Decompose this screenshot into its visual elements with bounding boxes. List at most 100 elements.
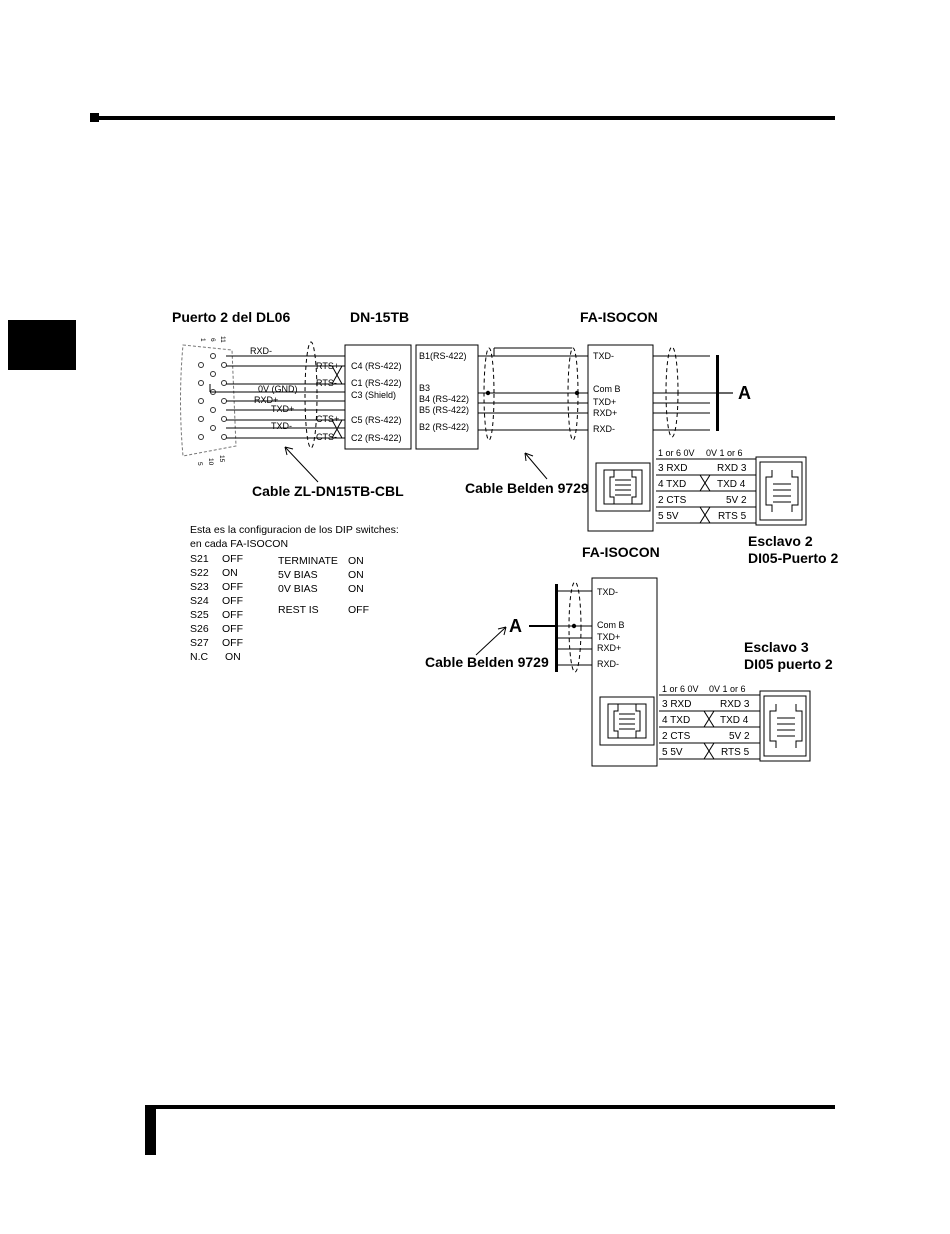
rj-bottom-row1-right: 0V 1 or 6 [709,684,746,694]
pin-11: 11 [219,336,226,343]
rj-bottom-row1-left: 1 or 6 0V [662,684,699,694]
chapter-side-tab [8,320,76,370]
wire-rxd-plus: RXD+ [254,395,278,405]
cable-belden-bottom-arrowhead [497,626,507,636]
bus-a-top-wires [653,355,718,431]
rj-bottom-row5-right: RTS 5 [721,747,750,758]
isocon-bottom-rxd-plus: RXD+ [597,643,621,653]
rj-bottom-row4-right: 5V 2 [729,731,750,742]
dip-setting-name: 0V BIAS [278,583,318,595]
footer-bar [145,1105,156,1155]
rj-top-row4-left: 2 CTS [658,495,687,506]
slave2-label-line1: Esclavo 2 [748,533,813,549]
rj-top-row3-right: TXD 4 [717,479,746,490]
terminal-b4: B4 (RS-422) [419,394,469,404]
dip-switch-value: OFF [222,581,243,593]
cable-belden-top-arrowhead [524,452,534,462]
isocon-top-txd-minus: TXD- [593,351,614,361]
wire-rxd-minus: RXD- [250,346,272,356]
dip-setting-name: REST IS [278,604,319,616]
title-isocon-top: FA-ISOCON [580,309,658,325]
terminal-b5: B5 (RS-422) [419,405,469,415]
rj-cable-top [656,458,756,524]
belden-top-shield-left [483,347,495,441]
header-square [90,113,99,122]
dip-switch-name: N.C [190,651,209,663]
zl-cable-wires [209,355,345,439]
isocon-bottom-rj-port [599,696,655,746]
dip-setting-value: ON [348,555,364,567]
dip-switch-name: S27 [190,637,209,649]
cable-belden-bottom-arrow [475,626,507,656]
dip-setting-value: ON [348,583,364,595]
dip-switch-name: S26 [190,623,209,635]
cable-zl-arrowhead [284,446,294,456]
dip-switch-value: OFF [222,609,243,621]
rj-top-row2-left: 3 RXD [658,463,687,474]
terminal-c2: C2 (RS-422) [351,433,402,443]
belden-top-shield-node [485,390,491,396]
isocon-top-rj-port [595,462,651,512]
bus-a-bottom-bar [555,584,558,672]
dip-heading-2: en cada FA-ISOCON [190,538,288,550]
slave2-rj-jack [755,456,807,526]
dip-switch-value: OFF [222,553,243,565]
isocon-bottom-com-b: Com B [597,620,625,630]
rj-bottom-row2-right: RXD 3 [720,699,750,710]
dip-switch-value: OFF [222,637,243,649]
header-rule [99,116,835,120]
dip-switch-value: ON [222,567,238,579]
cable-belden-top-label: Cable Belden 9729 [465,480,589,496]
rj-bottom-row5-left: 5 5V [662,747,683,758]
isocon-top-com-b: Com B [593,384,621,394]
terminal-b1: B1(RS-422) [419,351,467,361]
slave3-label-line2: DI05 puerto 2 [744,656,833,672]
wire-txd-minus: TXD- [271,421,292,431]
isocon-top-rxd-minus: RXD- [593,424,615,434]
cable-belden-top-arrow [524,452,548,480]
dip-setting-value: OFF [348,604,369,616]
dip-switch-name: S25 [190,609,209,621]
pin-10: 10 [207,458,214,466]
rj-top-row1-right: 0V 1 or 6 [706,448,743,458]
bus-a-bottom-com-node [571,623,577,629]
isocon-bottom-box [591,577,658,767]
belden-top-wires [478,347,588,431]
rj-top-row5-left: 5 5V [658,511,679,522]
cable-zl-label: Cable ZL-DN15TB-CBL [252,483,404,499]
pin-5: 5 [196,462,203,466]
pin-6: 6 [209,338,216,342]
isocon-top-txd-plus: TXD+ [593,397,616,407]
terminal-b3: B3 [419,383,430,393]
dip-switch-value: OFF [222,595,243,607]
pin-15: 15 [218,455,225,463]
wire-0v-gnd: 0V (GND) [258,384,298,394]
dip-switch-value: OFF [222,623,243,635]
cable-zl-arrow [284,446,319,483]
rj-top-row1-left: 1 or 6 0V [658,448,695,458]
title-isocon-bottom: FA-ISOCON [582,544,660,560]
rj-bottom-row3-right: TXD 4 [720,715,749,726]
zl-cable-shield [304,341,318,449]
belden-top-com-node [574,390,580,396]
bus-a-bottom-wires [558,590,592,666]
dip-switch-name: S23 [190,581,209,593]
pin-1: 1 [199,338,206,342]
bus-a-bottom-shield [568,581,582,673]
terminal-c1: C1 (RS-422) [351,378,402,388]
slave3-rj-jack [759,690,811,762]
wire-cts-plus: CTS+ [316,414,339,424]
title-terminal-block: DN-15TB [350,309,409,325]
rj-bottom-row2-left: 3 RXD [662,699,691,710]
rj-bottom-row4-left: 2 CTS [662,731,691,742]
terminal-b2: B2 (RS-422) [419,422,469,432]
rj-top-row2-right: RXD 3 [717,463,747,474]
isocon-bottom-txd-minus: TXD- [597,587,618,597]
isocon-top-rxd-plus: RXD+ [593,408,617,418]
dip-setting-name: 5V BIAS [278,569,318,581]
rj-top-row4-right: 5V 2 [726,495,747,506]
dip-switch-name: S22 [190,567,209,579]
slave2-label-line2: DI05-Puerto 2 [748,550,838,566]
